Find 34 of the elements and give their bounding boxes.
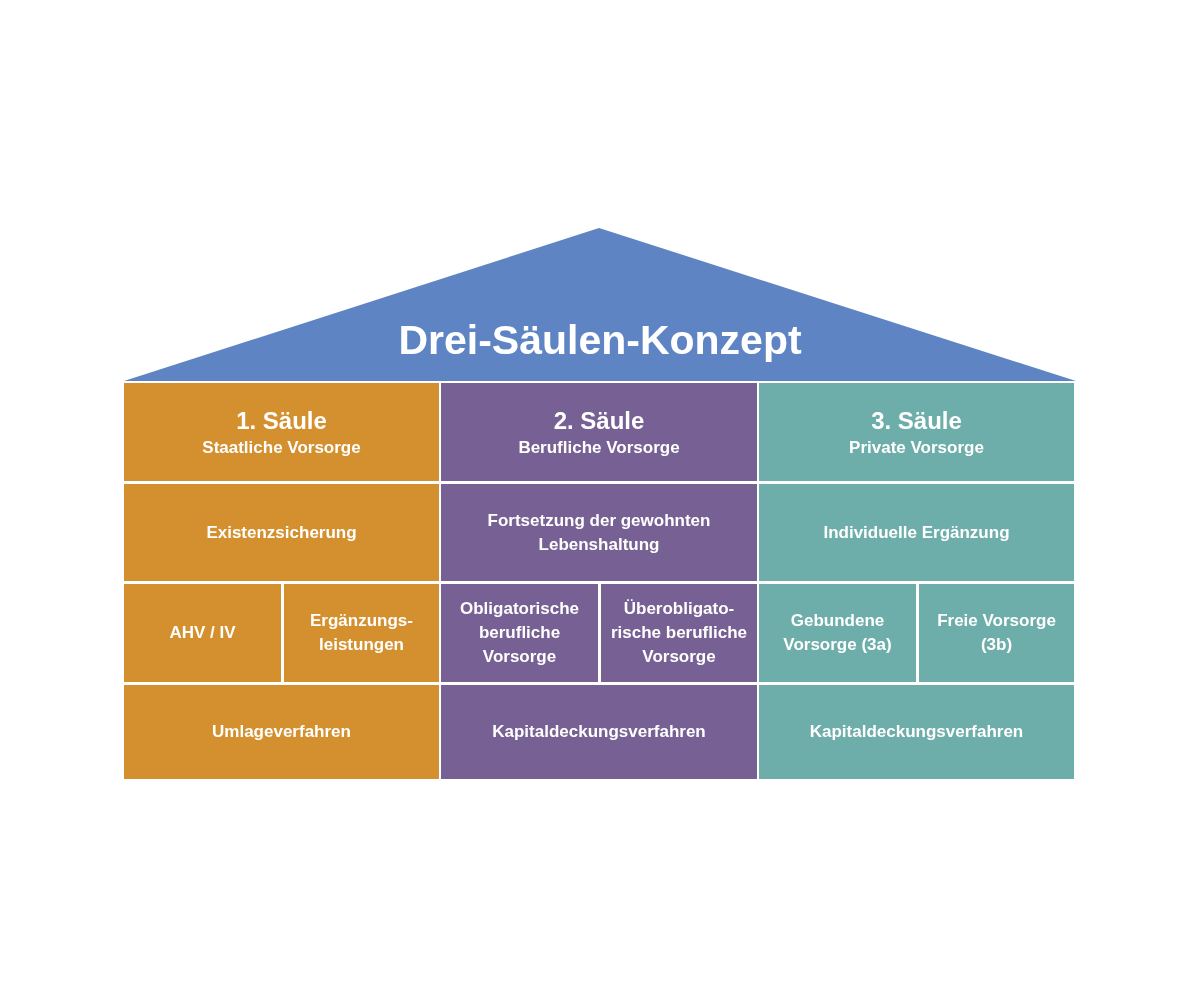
pillar-header-block [759,383,1074,481]
pillar-block [759,484,1074,581]
pillar-block [441,584,598,682]
pillar-heading: 2. Säule [553,405,645,436]
pillar-block [284,584,439,682]
block-text: Überobligato-rische berufliche Vorsorge [609,598,749,668]
block-text: Freie Vorsorge (3b) [936,610,1057,656]
pillar-header-block [441,383,757,481]
block-text: Staatliche Vorsorge [202,436,361,459]
pillar-block [441,685,757,779]
pillar-block [601,584,757,682]
pillar-block [124,685,439,779]
pillar-block [919,584,1074,682]
pillar-header-block [124,383,439,481]
pillar-block [124,484,439,581]
block-text: Private Vorsorge [849,436,984,459]
block-text: Obligatorische berufliche Vorsorge [459,598,580,668]
block-text: Berufliche Vorsorge [518,436,680,459]
block-text: Existenzsicherung [206,521,357,544]
block-text: Kapitaldeckungsverfahren [492,721,706,744]
block-text: Umlageverfahren [212,721,351,744]
pillar-block [124,584,281,682]
pillar-block [759,584,916,682]
pillar-block [759,685,1074,779]
pillar-block [441,484,757,581]
pillar-heading: 1. Säule [236,405,327,436]
block-text: Individuelle Ergänzung [823,521,1010,544]
pillar-heading: 3. Säule [871,405,962,436]
block-text: Gebundene Vorsorge (3a) [782,610,893,656]
block-text: Fortsetzung der gewohnten Lebenshaltung [486,509,712,556]
block-text: AHV / IV [169,622,236,645]
block-text: Kapitaldeckungsverfahren [809,721,1024,744]
title: Drei-Säulen-Konzept [398,317,802,364]
block-text: Ergänzungs-leistungen [309,610,414,656]
